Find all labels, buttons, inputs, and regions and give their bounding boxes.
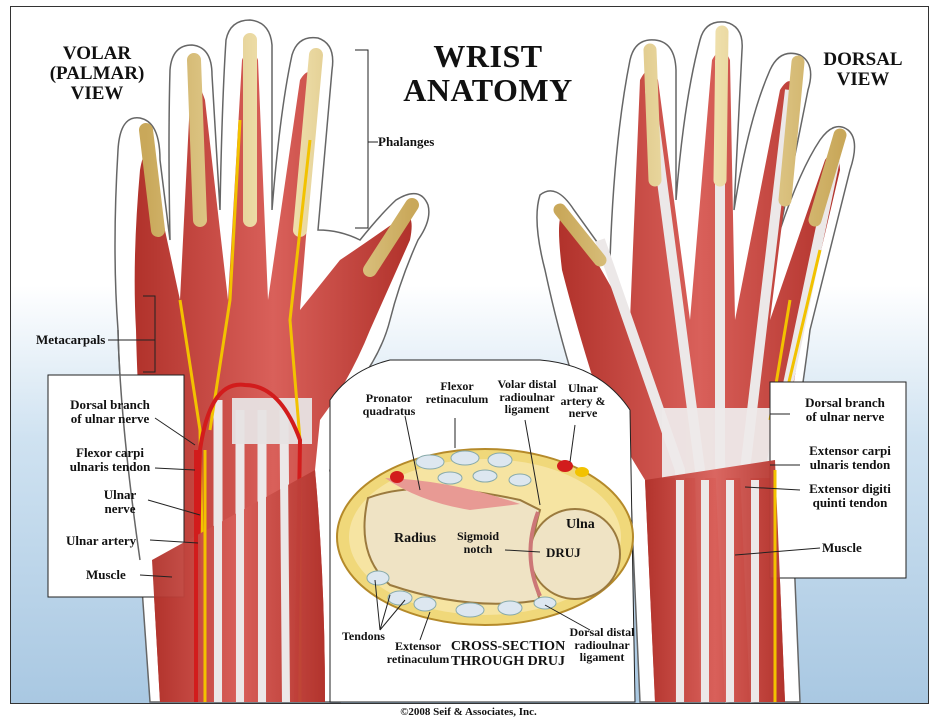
label-ulna: Ulna	[566, 518, 595, 533]
label-ulnar-nerve: Ulnar nerve	[90, 488, 150, 515]
label-muscle-right: Muscle	[822, 541, 862, 555]
label-dorsal-branch-right: Dorsal branch of ulnar nerve	[792, 396, 898, 423]
label-ulnar-artery: Ulnar artery	[66, 534, 136, 548]
label-pronator: Pronator quadratus	[352, 392, 426, 417]
label-muscle-left: Muscle	[86, 568, 126, 582]
label-dorsal-distal: Dorsal distal radioulnar ligament	[562, 626, 642, 664]
label-flexor-carpi: Flexor carpi ulnaris tendon	[60, 446, 160, 473]
label-ulnar-artery-nerve: Ulnar artery & nerve	[558, 382, 608, 420]
volar-view-line3: VIEW	[42, 84, 152, 104]
label-extensor-retinaculum: Extensor retinaculum	[382, 640, 454, 665]
label-radius: Radius	[394, 532, 436, 547]
cross-section-caption: CROSS-SECTION THROUGH DRUJ	[448, 640, 568, 669]
title-anatomy: ANATOMY	[398, 74, 578, 108]
dorsal-view-line1: DORSAL	[808, 50, 918, 70]
ulnar-artery-dot	[557, 460, 573, 472]
volar-view-line1: VOLAR	[42, 44, 152, 64]
dorsal-forearm	[645, 460, 785, 702]
ulnar-nerve-dot	[575, 467, 589, 477]
title-wrist: WRIST	[398, 40, 578, 74]
label-metacarpals: Metacarpals	[36, 333, 105, 347]
label-sigmoid: Sigmoid notch	[450, 530, 506, 555]
label-tendons: Tendons	[342, 630, 385, 643]
label-flexor-retinaculum: Flexor retinaculum	[420, 380, 494, 405]
label-volar-distal: Volar distal radioulnar ligament	[488, 378, 566, 416]
label-druj: DRUJ	[546, 546, 581, 560]
volar-view-line2: (PALMAR)	[42, 64, 152, 84]
copyright-credit: ©2008 Seif & Associates, Inc.	[0, 706, 937, 718]
dorsal-view-line2: VIEW	[808, 70, 918, 90]
label-dorsal-branch-left: Dorsal branch of ulnar nerve	[60, 398, 160, 425]
label-extensor-digiti: Extensor digiti quinti tendon	[800, 482, 900, 509]
label-phalanges: Phalanges	[378, 135, 434, 149]
radial-artery-dot	[390, 471, 404, 483]
label-extensor-carpi: Extensor carpi ulnaris tendon	[800, 444, 900, 471]
